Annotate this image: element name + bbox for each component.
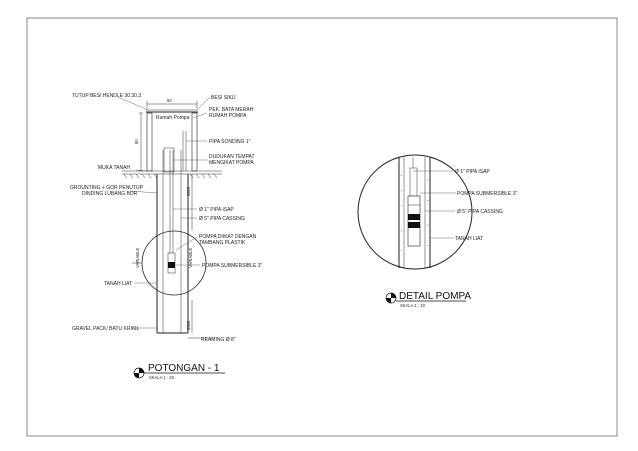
- pump-motor-block: [168, 262, 175, 268]
- detail-title-block: DETAIL POMPA SKALA 1 : 10: [385, 291, 471, 308]
- label-gravel: GRAVEL PACK/ BATU KRIKIL: [72, 326, 140, 332]
- label-pek-bata: PEK. BATA MERAH: [209, 107, 254, 113]
- section-scale: SKALA 1 : 20: [149, 375, 175, 380]
- label-tutup-besi: TUTUP BESI HENDLE 30.30.3: [72, 93, 141, 99]
- label-reaming: REAMING Ø 8": [201, 337, 236, 343]
- label-pipa-casing: Ø 5" PIPA CASSING: [199, 216, 245, 222]
- detail-pump-body: [407, 195, 421, 247]
- label-pompa-diikat: POMPA DIIKAT DENGAN: [199, 234, 257, 240]
- label-pipa-isap: Ø 1" PIPA ISAP: [199, 207, 234, 213]
- dim-variable-inner: VARIABLE: [188, 248, 193, 268]
- detail-circle: [357, 154, 473, 270]
- pump-house-wall-left: [146, 112, 153, 172]
- dim-depth-b: 3000: [186, 320, 191, 330]
- label-dudukan: DUDUKAN TEMPAT: [209, 154, 255, 160]
- detail-drawing: Ø 1" PIPA ISAP POMPA SUBMERSIBLE 3" Ø 5"…: [357, 154, 518, 308]
- detail-label-pipa-casing: Ø 5" PIPA CASSING: [457, 209, 503, 215]
- dim-depth-a: 3000: [186, 186, 191, 196]
- label-grounting-2: DINDING LUBANG BOR: [82, 191, 138, 197]
- dim-variable-left: VARIABLE: [135, 248, 140, 268]
- section-title: POTONGAN - 1: [148, 363, 220, 374]
- label-pompa-diikat-2: TAMBANG PLASTIK: [199, 240, 246, 246]
- dim-height-house: 80: [134, 139, 139, 144]
- label-rumah-pompa: Rumah Pompa: [156, 115, 190, 121]
- label-besi-siku: BESI SIKU: [211, 95, 236, 101]
- label-tanah-liat: TANAH LIAT: [104, 281, 132, 287]
- detail-scale: SKALA 1 : 10: [400, 303, 426, 308]
- label-pompa-submersible: POMPA SUBMERSIBLE 3": [202, 263, 263, 269]
- label-grounting: GROUNTING + GOR PENUTUP: [70, 185, 144, 191]
- label-pipa-sonding: PIPA SONDING 1": [209, 139, 251, 145]
- detail-title: DETAIL POMPA: [399, 291, 471, 302]
- label-dudukan-2: MENGIKAT POMPA: [209, 160, 254, 166]
- detail-label-pompa-submersible: POMPA SUBMERSIBLE 3": [457, 191, 518, 197]
- section-drawing: TUTUP BESI HENDLE 30.30.3 BESI SIKU Ruma…: [70, 93, 263, 380]
- section-title-block: POTONGAN - 1 SKALA 1 : 20: [133, 363, 225, 380]
- detail-label-tanah-liat: TANAH LIAT: [455, 236, 483, 242]
- label-pek-bata-2: RUMAH POMPA: [209, 113, 247, 119]
- sheet-frame: [26, 17, 618, 437]
- detail-label-pipa-isap: Ø 1" PIPA ISAP: [455, 169, 490, 175]
- pump-house-wall-right: [191, 112, 198, 172]
- detail-pump-motor: [408, 214, 420, 220]
- label-muka-tanah: MUKA TANAH: [98, 165, 130, 171]
- dim-width-top: 60: [167, 98, 172, 103]
